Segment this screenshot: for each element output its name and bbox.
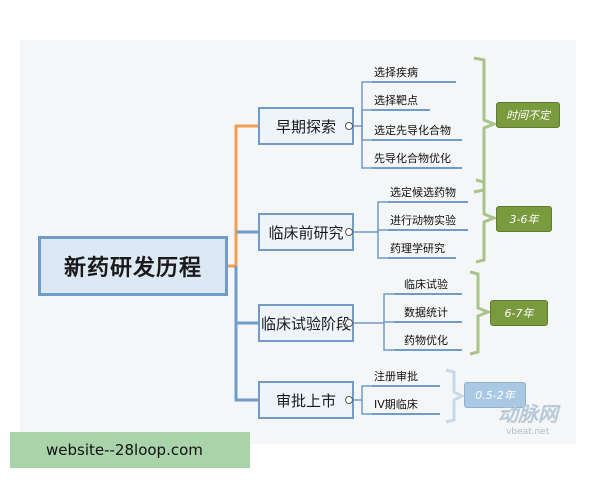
duration-label: 3-6年	[509, 213, 539, 226]
leaf-item: 进行动物实验	[390, 214, 456, 227]
duration-label: 0.5-2年	[475, 389, 515, 402]
collapse-toggle-icon[interactable]	[345, 228, 353, 236]
stage-node-clinical-trials: 临床试验阶段	[258, 304, 354, 342]
bracket-stage-1	[473, 56, 499, 194]
duration-label: 时间不定	[506, 109, 550, 122]
leaf-item: IV期临床	[374, 398, 418, 411]
leaf-item: 先导化合物优化	[374, 152, 451, 165]
bracket-stage-3	[469, 270, 493, 356]
website-text: website--28loop.com	[46, 441, 203, 459]
leaf-item: 选择疾病	[374, 66, 418, 79]
duration-badge: 0.5-2年	[464, 382, 526, 408]
stage-label: 临床前研究	[268, 223, 344, 242]
brand-logo: 动脉网	[498, 402, 558, 426]
brand-url: vbeat.net	[506, 427, 550, 437]
stage-node-early-exploration: 早期探索	[258, 107, 354, 145]
connector-trunk-blue	[234, 266, 258, 402]
leaf-item: 数据统计	[404, 306, 448, 319]
leaf-item: 选定候选药物	[390, 186, 456, 199]
stage-label: 临床试验阶段	[260, 314, 351, 333]
collapse-toggle-icon[interactable]	[345, 122, 353, 130]
duration-badge: 3-6年	[496, 206, 552, 232]
duration-label: 6-7年	[504, 307, 534, 320]
stage-label: 早期探索	[275, 117, 336, 136]
leaf-item: 药物优化	[404, 334, 448, 347]
collapse-toggle-icon[interactable]	[345, 396, 353, 404]
root-label: 新药研发历程	[63, 256, 202, 281]
stage-label: 审批上市	[275, 391, 336, 410]
stage-1-branches	[354, 81, 372, 169]
duration-badge: 时间不定	[496, 102, 560, 128]
stage-node-preclinical: 临床前研究	[258, 213, 354, 251]
leaf-item: 选定先导化合物	[374, 124, 451, 137]
connector-trunk-orange	[228, 124, 258, 268]
collapse-toggle-icon[interactable]	[345, 319, 353, 327]
leaf-item: 选择靶点	[374, 94, 418, 107]
leaf-item: 临床试验	[404, 278, 448, 291]
bracket-stage-4	[445, 368, 466, 424]
bracket-stage-2	[475, 178, 499, 264]
root-node: 新药研发历程	[38, 236, 228, 296]
brand-watermark: 动脉网 vbeat.net	[498, 398, 558, 437]
leaf-item: 药理学研究	[390, 242, 445, 255]
leaf-item: 注册审批	[374, 370, 418, 383]
stage-node-approval: 审批上市	[258, 381, 354, 419]
website-watermark-bar: website--28loop.com	[10, 432, 250, 468]
duration-badge: 6-7年	[490, 300, 548, 326]
